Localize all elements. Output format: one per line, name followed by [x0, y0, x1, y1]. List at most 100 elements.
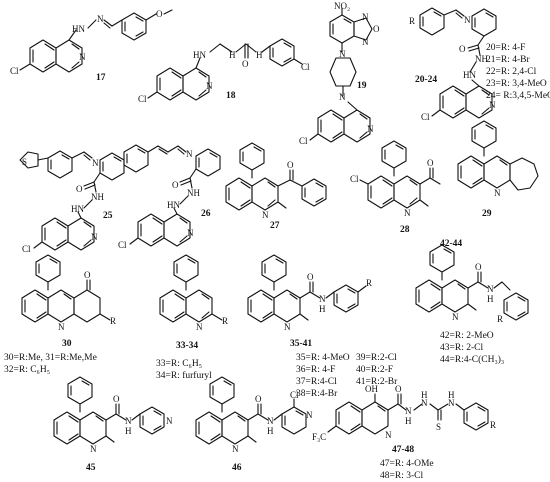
compound-number: 42-44	[440, 239, 462, 249]
hydrazide-nitrogen: N	[405, 406, 412, 416]
chlorine-atom: Cl	[301, 62, 310, 72]
amide-hydrogen: H	[319, 304, 326, 314]
substituent-44: 44=R:4-C(CH₃)₃	[440, 354, 504, 365]
compound-number: 47-48	[392, 445, 414, 455]
quinoline-nitrogen: N	[489, 100, 496, 110]
nh-group: NH	[187, 188, 200, 198]
substituent-33: 33=R: C₆H₅	[156, 359, 202, 369]
compound-42-44-bonds	[415, 244, 529, 321]
imine-nitrogen: N	[97, 14, 104, 24]
substituent-48: 48=R: 3-Cl	[380, 471, 423, 481]
quinoline-nitrogen: N	[284, 322, 291, 332]
compound-20-24-bonds	[419, 7, 497, 119]
amide-hydrogen: H	[487, 294, 494, 304]
carbonyl-oxygen: O	[427, 158, 434, 168]
urea-nh: H	[256, 50, 263, 60]
nh-group: HN	[71, 204, 84, 214]
trifluoromethyl-group: F₃C	[312, 432, 326, 442]
urea-nh: H	[229, 50, 236, 60]
hydrazide-hydrogen: H	[421, 390, 428, 400]
compound-number: 29	[482, 209, 492, 219]
carbonyl-oxygen: O	[459, 44, 466, 54]
substituent-32: 32=R: C₆H₅	[4, 365, 50, 375]
nh-group: NH	[91, 192, 104, 202]
substituent-23: 23=R: 3,4-MeO	[486, 79, 547, 89]
compound-18: Cl N HN H H O Cl 18	[138, 38, 310, 104]
compound-19-bonds	[309, 7, 373, 143]
carbonyl-oxygen: O	[84, 270, 91, 280]
compound-33-34-bonds	[159, 254, 223, 323]
substituent-34: 34=R: furfuryl	[156, 370, 212, 381]
quinoline-nitrogen: N	[58, 322, 65, 332]
chlorine-atom: Cl	[138, 94, 147, 104]
compound-47-48: OH O N H N H S N H N F₃C R 47-48 47=R: 4…	[312, 384, 496, 481]
substituent-30-31: 30=R:Me, 31=R:Me,Me	[4, 353, 97, 363]
substituent-40: 40=R:2-F	[356, 365, 393, 375]
carbonyl-oxygen: O	[255, 394, 262, 404]
compound-35-41: N O N H R 35-41 35=R: 4-MeO 36=R: 4-F 37…	[247, 254, 398, 399]
r-substituent: R	[222, 316, 228, 326]
pyridine-nitrogen: N	[166, 416, 173, 426]
compound-35-41-bonds	[247, 254, 367, 323]
carbonyl-oxygen: O	[172, 180, 179, 190]
quinoline-nitrogen: N	[206, 81, 213, 91]
r-substituent: R	[409, 16, 415, 26]
compound-26: N O NH HN N Cl 26	[118, 144, 221, 250]
chlorine-atom: Cl	[299, 136, 308, 146]
quinoline-nitrogen: N	[91, 232, 98, 242]
nh-group: NH	[475, 54, 488, 64]
substituent-42: 42=R: 2-MeO	[440, 331, 494, 341]
substituent-21: 21=R: 4-Br	[486, 55, 530, 65]
carbonyl-oxygen: O	[113, 394, 120, 404]
substituent-47: 47=R: 4-OMe	[380, 459, 434, 469]
chlorine-atom: Cl	[290, 390, 299, 400]
substituent-35: 35=R: 4-MeO	[296, 353, 350, 363]
nh-group: HN	[463, 70, 476, 80]
compound-29-bonds	[457, 120, 539, 191]
compound-46: N O N H Cl N 46	[195, 376, 313, 473]
compound-number: 27	[270, 221, 280, 231]
carbonyl-oxygen: O	[242, 59, 249, 69]
chlorine-atom: Cl	[22, 244, 31, 254]
compound-20-24: R N O NH HN N Cl 20-24 20=R: 4-F 21=R: 4…	[409, 7, 550, 122]
thiophene-sulfur: S	[22, 157, 27, 167]
oxadiazole-nitrogen: N	[362, 12, 369, 22]
carbonyl-oxygen: O	[475, 262, 482, 272]
substituent-43: 43=R: 2-Cl	[440, 343, 483, 353]
compound-28: Cl N O 28	[350, 140, 441, 235]
amide-nitrogen: N	[487, 284, 494, 294]
nh-group: HN	[167, 200, 180, 210]
quinoline-nitrogen: N	[90, 444, 97, 454]
thiourea-nitrogen: N	[448, 398, 455, 408]
quinoline-nitrogen: N	[79, 52, 86, 62]
imine-nitrogen: N	[464, 15, 471, 25]
compound-42-44: N O N H R 42-44 42=R: 2-MeO 43=R: 2-Cl 4…	[415, 239, 529, 365]
nitro-group: NO₂	[334, 1, 350, 11]
nh-group: HN	[193, 50, 206, 60]
compound-number: 19	[357, 81, 367, 91]
imine-nitrogen: N	[186, 149, 193, 159]
hydroxyl-group: OH	[365, 384, 378, 394]
nh-group: HN	[72, 24, 85, 34]
substituent-39: 39=R:2-Cl	[356, 353, 397, 363]
carbonyl-oxygen: O	[307, 272, 314, 282]
quinoline-nitrogen: N	[494, 188, 501, 198]
substituent-36: 36=R: 4-F	[296, 365, 335, 375]
quinoline-nitrogen: N	[404, 208, 411, 218]
oxadiazole-oxygen: O	[373, 24, 380, 34]
substituent-41: 41=R:2-Br	[356, 377, 398, 387]
compound-number: 18	[226, 91, 236, 101]
r-substituent: R	[366, 278, 372, 288]
quinoline-nitrogen: N	[196, 322, 203, 332]
carbonyl-oxygen: O	[287, 160, 294, 170]
compound-25-bonds	[19, 150, 125, 251]
compound-number: 30	[62, 339, 72, 349]
amide-nitrogen: N	[319, 294, 326, 304]
hydrazide-nitrogen: N	[421, 398, 428, 408]
compound-number: 25	[103, 211, 113, 221]
compound-45: N O N H N 45	[53, 376, 173, 473]
oxadiazole-nitrogen: N	[362, 37, 369, 47]
compound-30-32-bonds	[21, 254, 111, 323]
chlorine-atom: Cl	[350, 174, 359, 184]
